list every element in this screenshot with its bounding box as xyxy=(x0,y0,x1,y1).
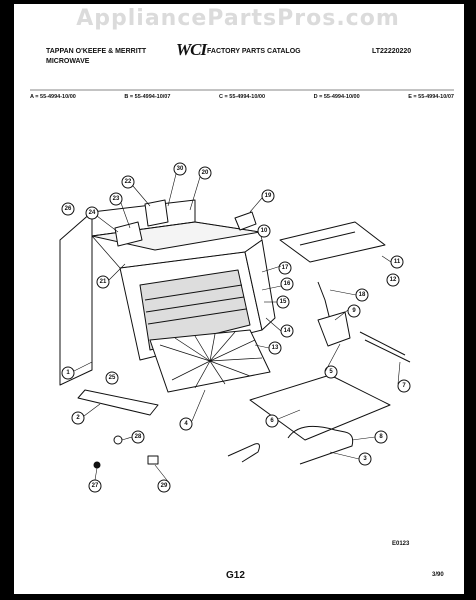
svg-text:6: 6 xyxy=(270,418,274,424)
svg-text:9: 9 xyxy=(352,308,356,314)
model-a: A = 55-4994-10/00 xyxy=(30,94,76,100)
model-b: B = 55-4994-10/07 xyxy=(124,94,171,100)
callout-20: 20 xyxy=(198,166,212,180)
svg-text:2: 2 xyxy=(76,415,80,421)
callout-19: 19 xyxy=(261,189,275,203)
svg-text:8: 8 xyxy=(379,434,383,440)
callout-6: 6 xyxy=(265,414,279,428)
callout-12: 12 xyxy=(386,273,400,287)
model-d: D = 55-4994-10/00 xyxy=(313,94,360,100)
callout-14: 14 xyxy=(280,324,294,338)
callout-22: 22 xyxy=(121,175,135,189)
svg-text:25: 25 xyxy=(109,375,116,381)
callout-9: 9 xyxy=(347,304,361,318)
svg-text:11: 11 xyxy=(394,259,401,265)
model-list: A = 55-4994-10/00 B = 55-4994-10/07 C = … xyxy=(30,94,454,100)
callout-21: 21 xyxy=(96,275,110,289)
svg-text:20: 20 xyxy=(202,170,209,176)
svg-text:1: 1 xyxy=(66,370,70,376)
callout-30: 30 xyxy=(173,162,187,176)
svg-text:23: 23 xyxy=(113,196,120,202)
svg-text:14: 14 xyxy=(284,328,291,334)
brand-line-2: MICROWAVE xyxy=(46,58,90,65)
svg-text:12: 12 xyxy=(390,277,397,283)
svg-text:4: 4 xyxy=(184,421,188,427)
callout-29: 29 xyxy=(157,479,171,493)
callout-24: 24 xyxy=(85,206,99,220)
drawing-code: E0123 xyxy=(392,541,410,547)
svg-text:17: 17 xyxy=(282,265,289,271)
svg-text:19: 19 xyxy=(265,193,272,199)
svg-text:27: 27 xyxy=(92,483,99,489)
callout-10: 10 xyxy=(257,224,271,238)
callout-1: 1 xyxy=(61,366,75,380)
svg-text:26: 26 xyxy=(65,206,72,212)
svg-text:29: 29 xyxy=(161,483,168,489)
svg-text:13: 13 xyxy=(272,345,279,351)
part-callouts: 1 2 3 4 5 6 7 8 9 10 11 12 13 14 15 16 1… xyxy=(61,162,411,493)
callout-13: 13 xyxy=(268,341,282,355)
model-c: C = 55-4994-10/00 xyxy=(219,94,266,100)
callout-11: 11 xyxy=(390,255,404,269)
svg-text:7: 7 xyxy=(402,383,406,389)
revision-date: 3/90 xyxy=(432,572,444,578)
svg-text:22: 22 xyxy=(125,179,132,185)
svg-text:30: 30 xyxy=(177,166,184,172)
callout-23: 23 xyxy=(109,192,123,206)
svg-text:5: 5 xyxy=(329,369,333,375)
model-e: E = 55-4994-10/07 xyxy=(408,94,454,100)
wci-logo: WCI xyxy=(176,40,207,59)
svg-text:18: 18 xyxy=(359,292,366,298)
callout-4: 4 xyxy=(179,417,193,431)
callout-7: 7 xyxy=(397,379,411,393)
callout-3: 3 xyxy=(358,452,372,466)
svg-text:15: 15 xyxy=(280,299,287,305)
callout-17: 17 xyxy=(278,261,292,275)
callout-16: 16 xyxy=(280,277,294,291)
svg-text:10: 10 xyxy=(261,228,268,234)
watermark: AppliancePartsPros.com xyxy=(76,6,400,31)
svg-text:28: 28 xyxy=(135,434,142,440)
callout-28: 28 xyxy=(131,430,145,444)
page-number: G12 xyxy=(226,570,245,581)
brand-line-1: TAPPAN O'KEEFE & MERRITT xyxy=(46,48,147,55)
svg-text:24: 24 xyxy=(89,210,96,216)
callout-15: 15 xyxy=(276,295,290,309)
callout-27: 27 xyxy=(88,479,102,493)
callout-5: 5 xyxy=(324,365,338,379)
callout-25: 25 xyxy=(105,371,119,385)
svg-text:21: 21 xyxy=(100,279,107,285)
svg-text:16: 16 xyxy=(284,281,291,287)
callout-26: 26 xyxy=(61,202,75,216)
svg-text:3: 3 xyxy=(363,456,367,462)
catalog-title: FACTORY PARTS CATALOG xyxy=(207,48,301,55)
catalog-code: LT22220220 xyxy=(372,48,412,55)
callout-8: 8 xyxy=(374,430,388,444)
callout-2: 2 xyxy=(71,411,85,425)
callout-18: 18 xyxy=(355,288,369,302)
